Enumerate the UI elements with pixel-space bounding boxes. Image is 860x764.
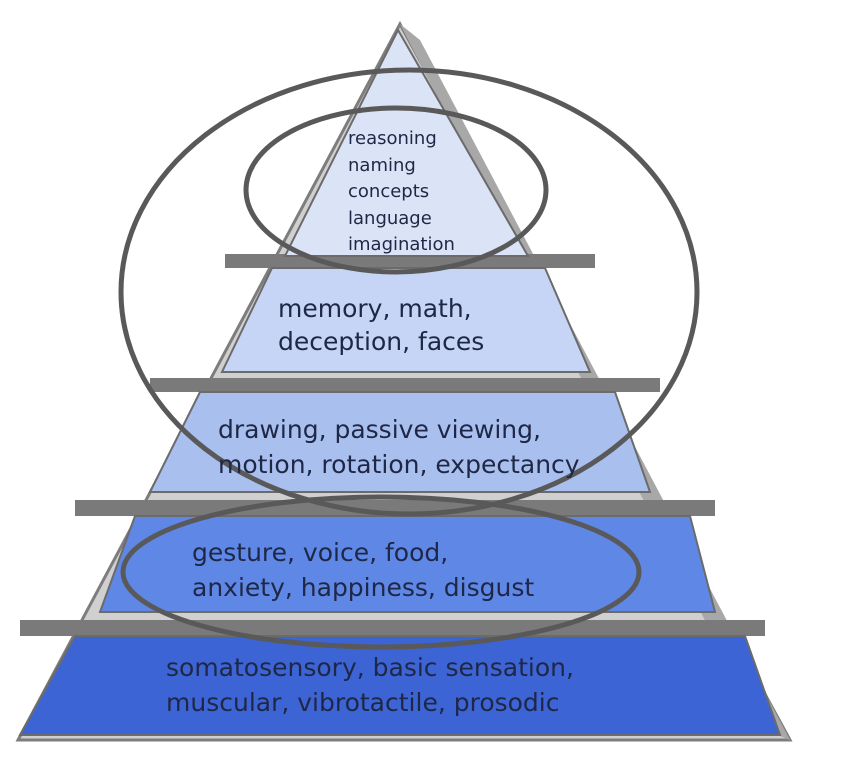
layer-band-5: [20, 620, 765, 636]
layer-1-line: naming: [348, 154, 416, 176]
layer-3-line: drawing, passive viewing,: [218, 415, 541, 444]
ring-small-top: [243, 105, 549, 275]
ring-lower: [120, 494, 642, 650]
layer-3: [148, 391, 652, 493]
layer-4-label: gesture, voice, food, anxiety, happiness…: [192, 535, 534, 605]
ring-large: [118, 67, 700, 517]
layer-1: [283, 27, 530, 257]
layer-1-line: concepts: [348, 181, 430, 202]
layer-4: [98, 515, 717, 613]
layer-5-label: somatosensory, basic sensation, muscular…: [166, 650, 574, 720]
layer-4-line: gesture, voice, food,: [192, 538, 449, 567]
layer-2-label: memory, math, deception, faces: [278, 292, 484, 358]
layer-4-line: anxiety, happiness, disgust: [192, 573, 535, 602]
layer-1-line: language: [348, 207, 432, 229]
layer-3-line: motion, rotation, expectancy: [218, 450, 580, 479]
layer-3-label: drawing, passive viewing, motion, rotati…: [218, 412, 580, 482]
layer-1-line: reasoning: [348, 128, 437, 149]
layer-5-line: somatosensory, basic sensation,: [166, 653, 574, 682]
layer-5-line: muscular, vibrotactile, prosodic: [166, 688, 560, 717]
layer-2-line: deception, faces: [278, 327, 485, 356]
layer-band-3: [150, 378, 660, 392]
layer-2-line: memory, math,: [278, 294, 472, 323]
layer-1-label: reasoning naming concepts language imagi…: [348, 126, 455, 259]
layer-1-line: imagination: [348, 234, 455, 255]
